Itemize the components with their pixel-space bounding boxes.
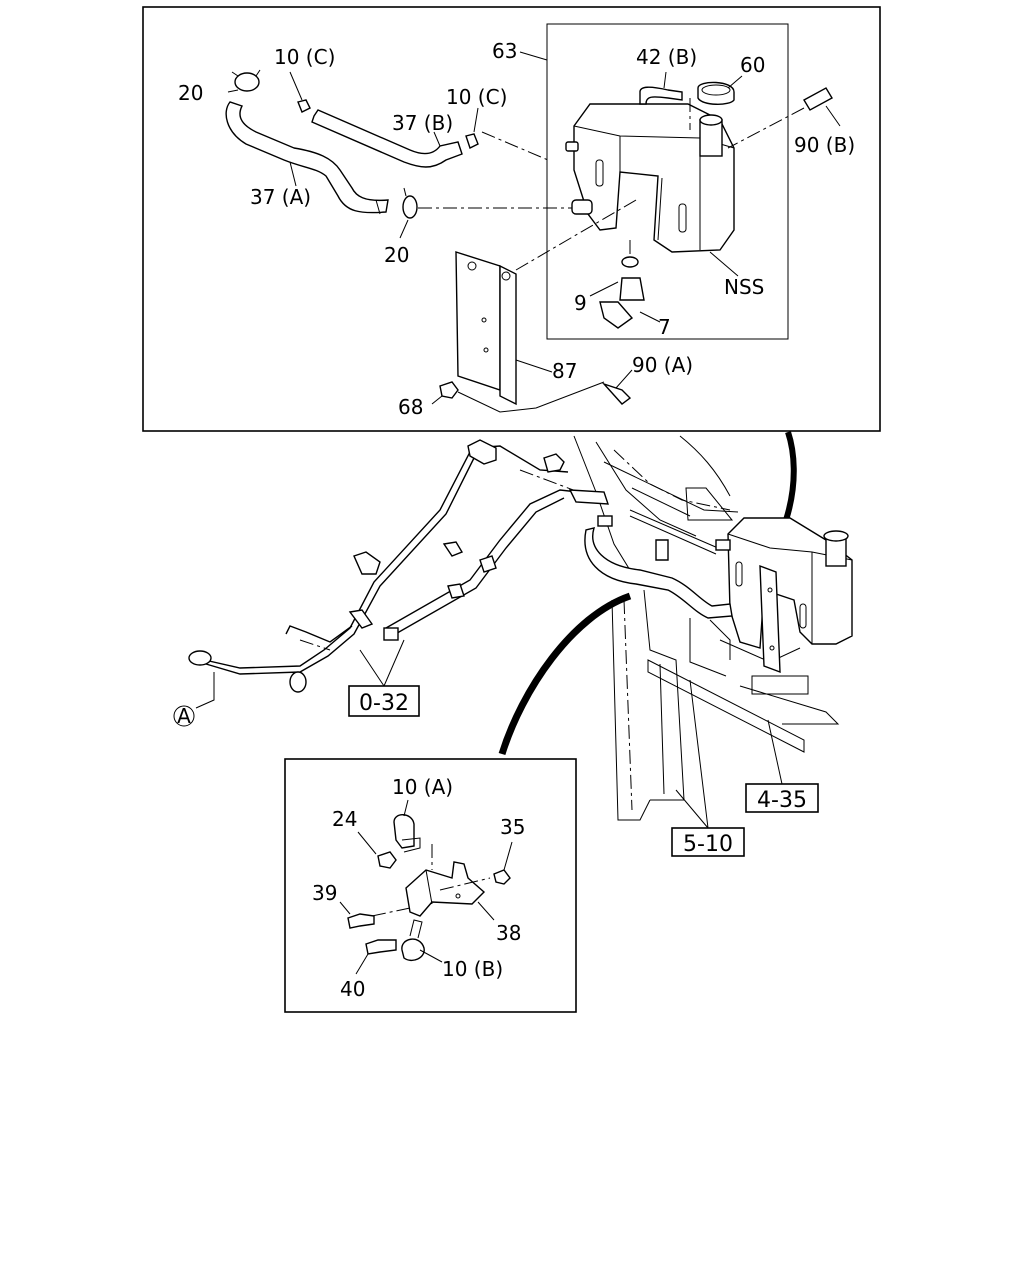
callout-10a[interactable]: 10 (A) [392,775,453,799]
leaders-bottom [339,799,513,975]
hose-37b [311,109,463,168]
callout-10c-mid[interactable]: 10 (C) [446,85,507,109]
bundle-clips [348,439,609,629]
reservoir-subframe [546,23,789,340]
circle-a-label: A [177,704,191,728]
ref-box-0-32[interactable]: 0-32 [348,685,420,717]
nut-68 [439,381,459,399]
callout-90b[interactable]: 90 (B) [794,133,855,157]
frame-rail [647,618,840,753]
clamp-10b [401,919,425,962]
clamp-10c-top [297,99,311,113]
ref-0-32-leaders [359,639,405,687]
hose-37a [225,101,389,215]
callout-10c-top[interactable]: 10 (C) [274,45,335,69]
ref-box-5-10[interactable]: 5-10 [671,827,745,857]
callout-37a[interactable]: 37 (A) [250,185,311,209]
bolt-90b [727,87,833,149]
callout-9[interactable]: 9 [574,291,587,315]
bracket-87-dash [515,199,637,271]
callout-42b[interactable]: 42 (B) [636,45,697,69]
callout-90a[interactable]: 90 (A) [632,353,693,377]
clamp-10a [393,814,421,853]
hose-42b [639,86,683,105]
callout-10b[interactable]: 10 (B) [442,957,503,981]
reservoir-tank [565,103,735,253]
ref-5-10-leaders [675,679,709,829]
view-a-marker: A [173,672,215,728]
ref-0-32-text[interactable]: 0-32 [359,691,409,716]
bolt-39 [347,913,375,929]
ref-box-4-35[interactable]: 4-35 [745,783,819,813]
vehicle-hoses [584,509,733,619]
callout-24[interactable]: 24 [332,807,357,831]
hose-37b-centerline [481,131,549,161]
callout-nss[interactable]: NSS [724,275,764,299]
tube-bundle [188,445,601,693]
thick-curve-right [783,431,797,521]
bracket-38-dash [371,877,491,917]
clamp-20-top [231,69,261,92]
callout-38[interactable]: 38 [496,921,521,945]
ref-5-10-text[interactable]: 5-10 [683,832,733,857]
level-sensor-7 [599,277,645,329]
radiator-cap-60 [697,81,735,105]
ref-4-35-text[interactable]: 4-35 [757,788,807,813]
callout-37b[interactable]: 37 (B) [392,111,453,135]
leaders-top [227,51,841,405]
mount-link-line [457,381,605,413]
clamp-10c-mid [465,133,479,149]
nut-24 [377,851,397,869]
callout-60[interactable]: 60 [740,53,765,77]
callout-68[interactable]: 68 [398,395,423,419]
callout-20-low[interactable]: 20 [384,243,409,267]
callout-87[interactable]: 87 [552,359,577,383]
callout-39[interactable]: 39 [312,881,337,905]
bolt-40 [365,939,397,955]
callout-35[interactable]: 35 [500,815,525,839]
callout-40[interactable]: 40 [340,977,365,1001]
clamp-20-low [402,187,418,219]
bottom-inset-frame [284,758,577,1013]
front-pillar [611,589,685,821]
callout-7[interactable]: 7 [658,315,671,339]
bracket-87 [455,251,517,406]
reservoir-tank-installed [727,517,853,674]
callout-63[interactable]: 63 [492,39,517,63]
nut-35 [493,869,511,885]
ref-4-35-leader [767,719,783,785]
callout-20-top[interactable]: 20 [178,81,203,105]
top-inset-frame [142,6,881,432]
washer-9 [621,256,639,268]
thick-curve-left [498,592,632,756]
